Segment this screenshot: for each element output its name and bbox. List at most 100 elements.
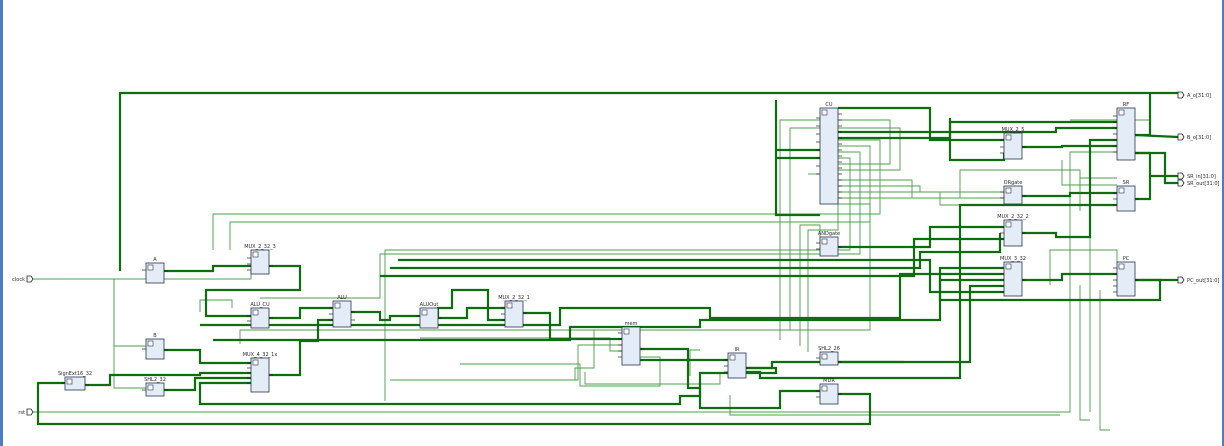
port-sr-in[interactable]: SR_in[31:0]	[1177, 172, 1216, 180]
clock-pin-icon	[66, 378, 73, 385]
module-alu[interactable]: ALU	[329, 295, 355, 328]
module-label: B	[153, 333, 157, 339]
bus-30	[838, 225, 1004, 249]
clock-pin-icon	[1005, 263, 1012, 270]
bus-10	[436, 288, 505, 322]
bus-17	[164, 376, 251, 392]
module-pc[interactable]: PC	[1113, 256, 1139, 297]
wire-6	[229, 145, 871, 250]
module-andgate[interactable]: ANDgate	[816, 231, 842, 257]
wire-19	[838, 185, 1004, 193]
io-ports: clock rst A_o[31:0] B_o[31:0] SR_in[31:0]SR_…	[12, 91, 1220, 416]
module-orgate[interactable]: ORgate	[1000, 180, 1026, 205]
module-label: CU	[825, 102, 832, 108]
wire-24	[689, 349, 700, 376]
port-sr-out[interactable]: SR_out[31:0]	[1177, 179, 1220, 187]
bus-38	[380, 237, 1004, 278]
module-label: MUX_2_32_2	[997, 214, 1029, 220]
clock-pin-icon	[821, 385, 828, 392]
module-label: MUX_4_32_1x	[243, 352, 278, 358]
output-port-icon	[1177, 179, 1185, 187]
wire-1	[113, 279, 146, 347]
bus-15	[36, 381, 872, 426]
port-label: PC_out[31:0]	[1187, 278, 1219, 284]
module-ir[interactable]: IR	[724, 347, 750, 379]
wire-25	[1049, 249, 1118, 285]
window-frame-right	[1222, 0, 1224, 446]
clock-pin-icon	[334, 302, 341, 309]
module-body	[1116, 261, 1136, 297]
bus-21	[838, 106, 1004, 142]
wire-16	[799, 224, 821, 346]
bus-26	[1022, 272, 1117, 282]
bus-25	[1022, 138, 1117, 239]
module-body	[819, 107, 839, 205]
module-mux-4-32-1x[interactable]: MUX_4_32_1x	[243, 352, 278, 393]
bus-5	[164, 348, 251, 365]
module-mux-2-5[interactable]: MUX_2_5	[1000, 127, 1026, 160]
module-mux-2-32-3[interactable]: MUX_2_32_3	[244, 244, 276, 275]
port-rst[interactable]: rst	[18, 408, 34, 416]
port-clock[interactable]: clock	[12, 275, 34, 283]
bus-8	[351, 310, 420, 322]
wire-18	[838, 179, 1004, 199]
bus-32	[1135, 176, 1152, 201]
port-label: clock	[12, 277, 25, 283]
clock-pin-icon	[147, 340, 154, 347]
module-b[interactable]: B	[142, 333, 168, 360]
bus-40	[746, 203, 1117, 380]
wire-20	[838, 186, 1005, 206]
wire-32	[729, 395, 1060, 416]
clock-pin-icon	[1118, 187, 1125, 194]
port-pc-out[interactable]: PC_out[31:0]	[1177, 276, 1219, 284]
wire-11	[420, 337, 622, 352]
wire-15	[789, 127, 901, 330]
module-label: SHL2_32	[144, 377, 166, 383]
module-shl2-26[interactable]: SHL2_26	[816, 346, 842, 366]
module-label: RF	[1123, 102, 1129, 108]
wire-22	[574, 203, 871, 380]
bus-16	[85, 371, 251, 387]
port-a-o[interactable]: A_o[31:0]	[1177, 91, 1211, 99]
clock-pin-icon	[1118, 109, 1125, 116]
bus-wires	[36, 91, 1179, 426]
port-b-o[interactable]: B_o[31:0]	[1177, 133, 1211, 141]
module-signext16-32[interactable]: SignExt16_32	[58, 371, 92, 391]
wire-27	[1061, 160, 1117, 186]
clock-pin-icon	[729, 354, 736, 361]
wire-23	[584, 372, 721, 385]
module-cu[interactable]: CU	[816, 102, 842, 205]
module-mux-2-32-2[interactable]: MUX_2_32_2	[997, 214, 1029, 247]
module-a[interactable]: A	[142, 257, 168, 284]
bus-24	[1135, 151, 1178, 185]
module-aluout[interactable]: ALUOut	[416, 302, 442, 329]
bus-13	[198, 366, 778, 406]
bus-18	[774, 100, 820, 217]
module-label: ALU	[337, 295, 347, 301]
module-mux-3-32[interactable]: MUX_3_32	[1000, 256, 1026, 297]
module-shl2-32[interactable]: SHL2_32	[142, 377, 168, 397]
clock-pin-icon	[147, 384, 154, 391]
clock-pin-icon	[506, 302, 513, 309]
wire-9	[384, 157, 851, 401]
module-alu-cu[interactable]: ALU_CU	[247, 302, 273, 329]
module-mem[interactable]: mem	[618, 321, 644, 366]
clock-pin-icon	[821, 353, 828, 360]
module-rf[interactable]: RF	[1113, 102, 1139, 161]
clock-pin-icon	[252, 309, 259, 316]
module-mdr[interactable]: MDR	[816, 378, 842, 405]
bus-28	[938, 266, 1162, 302]
port-label: SR_in[31:0]	[1187, 174, 1216, 180]
bus-7	[269, 306, 333, 320]
output-port-icon	[1177, 276, 1185, 284]
clock-pin-icon	[1005, 187, 1012, 194]
output-port-icon	[1177, 133, 1185, 141]
wire-30	[1099, 290, 1110, 431]
module-label: SHL2_26	[818, 346, 840, 352]
wire-26	[1079, 285, 1090, 421]
module-mux-2-32-1[interactable]: MUX_2_32_1	[498, 295, 530, 328]
bus-39	[640, 358, 820, 410]
module-sr[interactable]: SR	[1113, 180, 1139, 212]
